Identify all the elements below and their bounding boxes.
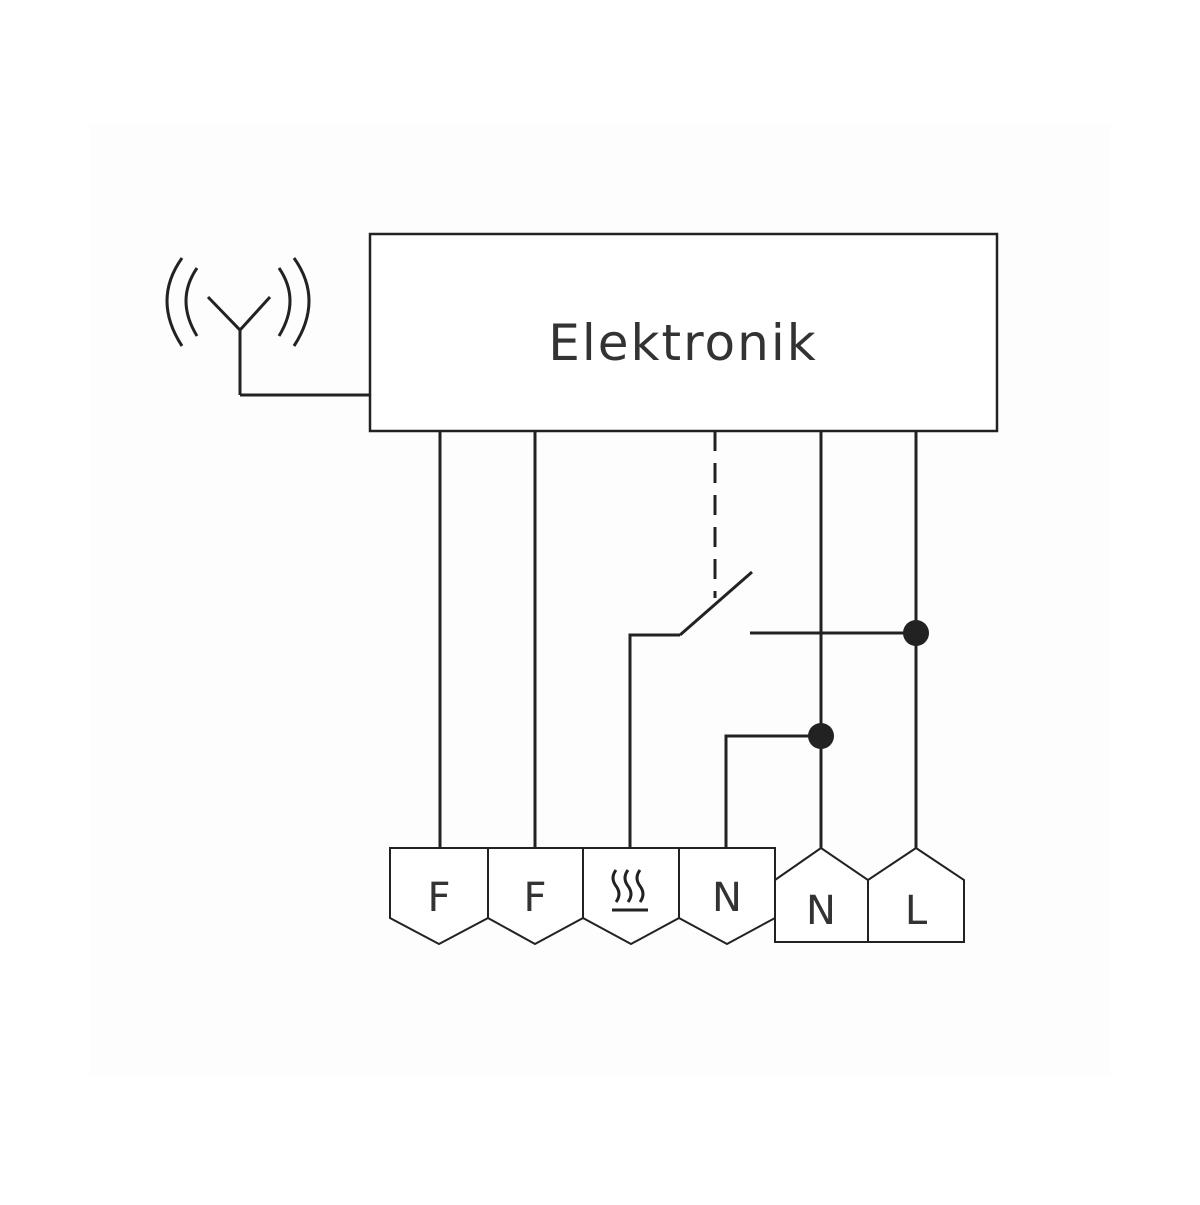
radio-waves-icon xyxy=(165,257,311,347)
terminal-n-out: N xyxy=(678,847,776,946)
terminal-l: L xyxy=(867,846,965,943)
wire-heating xyxy=(628,633,680,848)
terminal-label: N xyxy=(806,888,836,934)
elektronik-module: Elektronik xyxy=(368,232,999,433)
switch-contact-icon xyxy=(679,570,753,637)
terminal-label: F xyxy=(427,875,450,921)
terminal-f-1: F xyxy=(389,847,489,946)
antenna-icon xyxy=(206,295,370,397)
terminal-block: F F N N L xyxy=(389,846,965,946)
heating-symbol-icon xyxy=(611,869,648,912)
terminal-n-in: N xyxy=(774,846,869,943)
module-label: Elektronik xyxy=(548,314,817,372)
terminal-heating xyxy=(582,847,680,946)
terminal-f-2: F xyxy=(487,847,584,946)
terminal-label: L xyxy=(905,888,928,934)
terminal-label: N xyxy=(712,875,742,921)
elektronik-box xyxy=(368,232,999,433)
junction-dot-icon xyxy=(808,723,834,749)
junction-dot-icon xyxy=(903,620,929,646)
wire-neutral-out xyxy=(724,734,821,848)
terminal-label: F xyxy=(523,875,546,921)
